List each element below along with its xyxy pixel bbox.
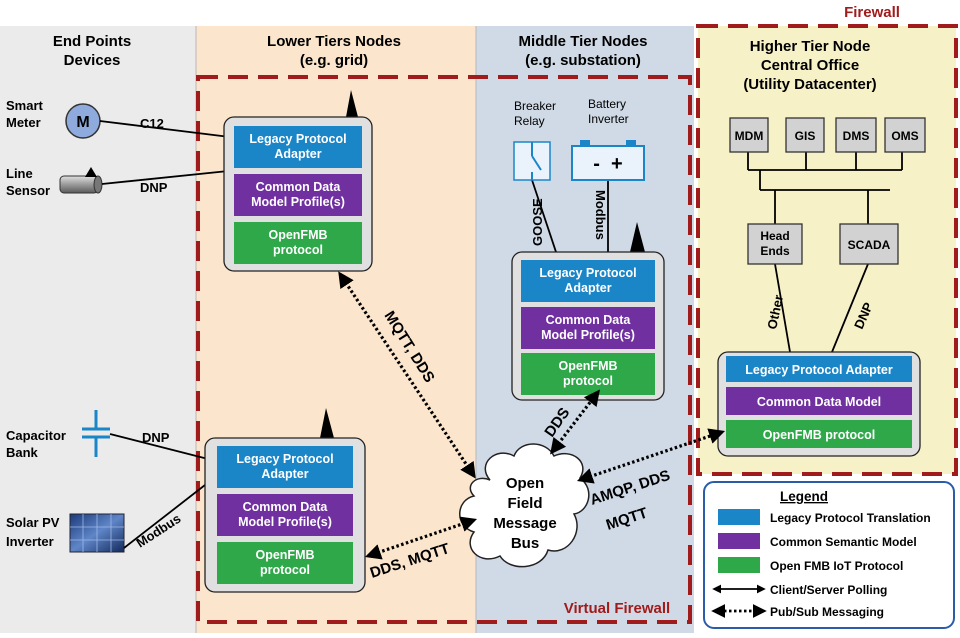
svg-text:MDM: MDM: [735, 129, 764, 143]
scada-box: [839, 223, 899, 265]
legacy-adapter-layer: [217, 446, 353, 488]
legacy-adapter-layer: [234, 126, 362, 168]
dnp-capacitor-connection: [109, 433, 213, 461]
lower-tier-title: Lower Tiers Nodes(e.g. grid): [267, 33, 401, 69]
cdm-profile-layer: [234, 174, 362, 216]
svg-text:DMS: DMS: [843, 129, 870, 143]
middle-tier-title: Middle Tier Nodes(e.g. substation): [519, 33, 648, 69]
modbus-battery-label: Modbus: [593, 190, 608, 240]
pubsub-lower2-bus: [364, 516, 478, 560]
svg-text:Legacy Protocol Adapter: Legacy Protocol Adapter: [745, 363, 893, 377]
svg-text:Common Data Model: Common Data Model: [757, 395, 881, 409]
svg-text:OMS: OMS: [891, 129, 918, 143]
oms-box: [884, 117, 926, 153]
virtual-firewall-border: [196, 75, 692, 624]
legend-item-pubsub: Pub/Sub Messaging: [770, 605, 884, 619]
cdm-profile-layer: [521, 307, 655, 349]
smart-meter-icon: M: [65, 103, 101, 139]
mdm-box: [729, 117, 769, 153]
svg-text:OpenFMB protocol: OpenFMB protocol: [763, 428, 876, 442]
legend-item-legacy: Legacy Protocol Translation: [770, 511, 931, 525]
firewall-border: [696, 24, 958, 476]
openfmb-layer: [217, 542, 353, 584]
pubsub-lower1-bus: [338, 271, 476, 479]
breaker-relay-icon: [513, 141, 551, 181]
c12-label: C12: [140, 116, 164, 131]
other-label: Other: [764, 294, 786, 331]
dnp-line-sensor-connection: [101, 169, 239, 185]
head-ends-box: [747, 223, 803, 265]
legacy-adapter-layer: [726, 356, 912, 382]
capacitor-icon: [82, 410, 110, 457]
solar-panel-icon: [69, 513, 125, 553]
svg-text:SCADA: SCADA: [848, 238, 891, 252]
cdm-profile-layer: [217, 494, 353, 536]
legend-item-openfmb: Open FMB IoT Protocol: [770, 559, 903, 573]
svg-text:- +: - +: [593, 153, 622, 175]
openfmb-layer: [521, 353, 655, 395]
legend-item-polling: Client/Server Polling: [770, 583, 887, 597]
central-office-node: Legacy Protocol Adapter Common Data Mode…: [717, 351, 921, 457]
dnp-capacitor-label: DNP: [142, 430, 170, 445]
legend-title: Legend: [780, 489, 828, 504]
battery-icon: - +: [571, 140, 645, 181]
openfmb-layer: [234, 222, 362, 264]
goose-label: GOOSE: [530, 198, 545, 246]
svg-text:GIS: GIS: [795, 129, 816, 143]
c12-connection: [99, 120, 239, 139]
dms-box: [835, 117, 877, 153]
openfmb-layer: [726, 420, 912, 448]
svg-text:M: M: [76, 114, 89, 131]
legend: Legend Legacy Protocol Translation Commo…: [703, 481, 955, 629]
virtual-firewall-label: Virtual Firewall: [564, 600, 670, 617]
line-sensor-icon: [59, 167, 103, 194]
cdm-layer: [726, 387, 912, 415]
goose-connection: [531, 179, 559, 259]
modbus-solar-connection: [123, 477, 215, 549]
gis-box: [785, 117, 825, 153]
firewall-label: Firewall: [844, 4, 900, 21]
legacy-adapter-layer: [521, 260, 655, 302]
dnp-line-sensor-label: DNP: [140, 180, 168, 195]
legend-item-cdm: Common Semantic Model: [770, 535, 917, 549]
